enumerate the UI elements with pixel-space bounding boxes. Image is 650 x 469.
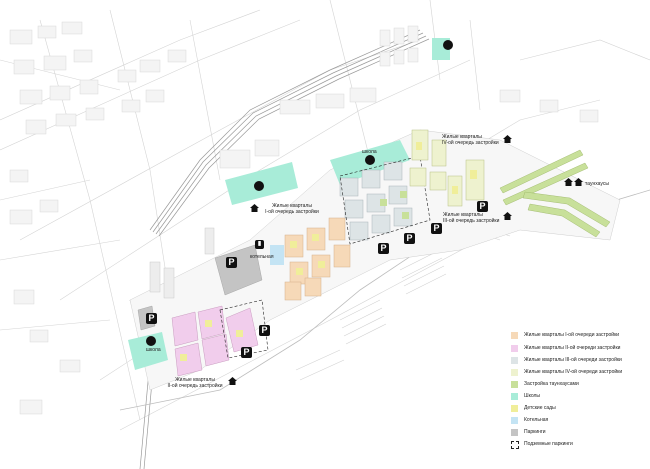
legend-swatch	[511, 393, 518, 400]
legend-label: Жилые кварталы II-ой очереди застройки	[524, 345, 621, 351]
boiler-label: котельная	[250, 254, 274, 260]
house-icon-phase1	[250, 204, 259, 212]
phase4-label: Жилые кварталы IV-ой очередь застройки	[442, 134, 499, 146]
legend-label: Школы	[524, 393, 541, 399]
legend-swatch	[511, 369, 518, 376]
legend-label: Жилые кварталы III-ой очереди застройки	[524, 357, 622, 363]
legend-swatch	[511, 441, 519, 449]
legend-swatch	[511, 429, 518, 436]
phase2-label: Жилые кварталы II-ой очередь застройки	[167, 377, 223, 389]
legend-label: Паркинги	[524, 429, 546, 435]
legend-item-phase1: Жилые кварталы I-ой очереди застройки	[511, 332, 646, 339]
parking-tower-3	[204, 227, 215, 255]
parking-icon-2: P	[146, 313, 157, 324]
phase1-label: Жилые кварталы I-ой очередь застройки	[265, 203, 319, 215]
phase3-underground-parking	[339, 155, 431, 245]
legend-swatch	[511, 357, 518, 364]
school-icon-mid	[254, 181, 264, 191]
phase2-blocks	[171, 305, 259, 377]
school-area-left	[128, 332, 168, 370]
townhouse-rows	[499, 149, 611, 238]
parking-tower-2	[163, 267, 175, 299]
school-icon-top	[365, 155, 375, 165]
house-icon-phase4	[503, 135, 512, 143]
parking-icon-4: P	[241, 347, 252, 358]
legend-label: Жилые кварталы I-ой очереди застройки	[524, 332, 620, 338]
townhouses-label: таунхаусы	[585, 181, 609, 187]
legend-label: Котельная	[524, 417, 549, 423]
context-blocks	[9, 21, 599, 415]
parking-icon-6: P	[404, 233, 415, 244]
parking-icon-5: P	[378, 243, 389, 254]
parking-icon-1: P	[226, 257, 237, 268]
legend-label: Детские сады	[524, 405, 556, 411]
legend-swatch	[511, 405, 518, 412]
phase2-kindergartens	[180, 320, 243, 361]
legend-swatch	[511, 381, 518, 388]
school-label-top: школа	[362, 149, 377, 155]
legend-item-boiler: Котельная	[511, 417, 646, 424]
legend-item-schools: Школы	[511, 393, 646, 400]
legend-item-underground-parking: Подземные паркинги	[511, 441, 646, 449]
house-icon-townhouses-2	[574, 178, 583, 186]
parking-icon-7: P	[431, 223, 442, 234]
legend-label: Подземные паркинги	[524, 441, 573, 447]
house-icon-phase3	[503, 212, 512, 220]
school-icon-left	[146, 336, 156, 346]
phase2-underground-parking	[219, 299, 269, 359]
phase4-kindergartens	[416, 142, 477, 194]
legend-item-phase4: Жилые кварталы IV-ой очереди застройки	[511, 369, 646, 376]
legend-item-phase3: Жилые кварталы III-ой очереди застройки	[511, 357, 646, 364]
legend-item-parking: Паркинги	[511, 429, 646, 436]
legend-swatch	[511, 332, 518, 339]
parking-icon-3: P	[259, 325, 270, 336]
legend-swatch	[511, 345, 518, 352]
phase3-label: Жилые кварталы III-ой очередь застройки	[443, 212, 500, 224]
legend-label: Застройка таунхаусами	[524, 381, 579, 387]
house-icon-townhouses-1	[564, 178, 573, 186]
legend-item-phase2: Жилые кварталы II-ой очереди застройки	[511, 345, 646, 352]
legend-item-townhouses: Застройка таунхаусами	[511, 381, 646, 388]
school-icon-top-right	[443, 40, 453, 50]
house-icon-phase2	[228, 377, 237, 385]
boiler-area	[270, 245, 284, 265]
legend-swatch	[511, 417, 518, 424]
parking-icon-8: P	[477, 201, 488, 212]
parking-tower-1	[149, 261, 161, 293]
phase3-kindergartens	[380, 191, 409, 219]
phase1-kindergartens	[290, 234, 325, 275]
legend-label: Жилые кварталы IV-ой очереди застройки	[524, 369, 623, 375]
boiler-icon: ▮	[255, 240, 264, 249]
school-label-left: школа	[146, 347, 161, 353]
legend-item-kindergartens: Детские сады	[511, 405, 646, 412]
phase3-blocks	[339, 161, 413, 241]
